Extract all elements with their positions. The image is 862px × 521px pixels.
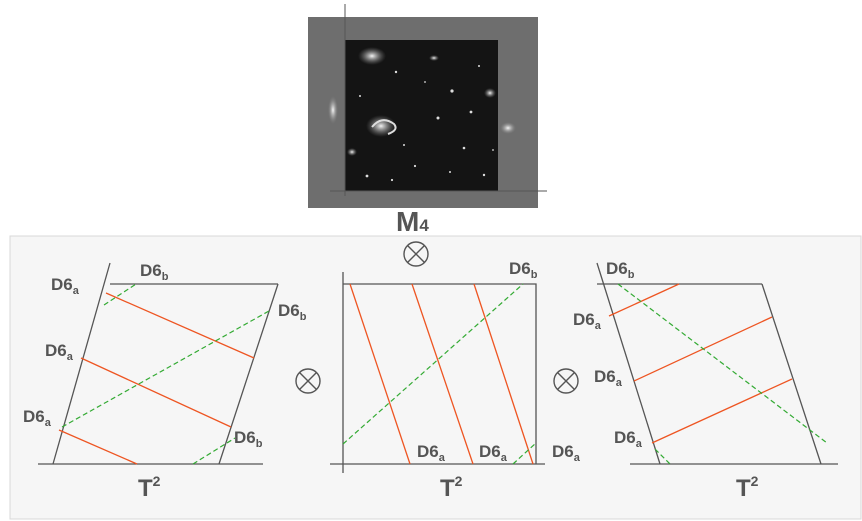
d6b-label: D6b [606, 259, 635, 281]
torus-1: D6a D6a D6a D6b D6b D6b T2 [23, 261, 307, 502]
d6b-label: D6b [234, 428, 263, 450]
d6a-label: D6a [479, 442, 508, 464]
d6a-label: D6a [417, 442, 446, 464]
galaxy [429, 55, 439, 61]
d6b-brane [103, 283, 137, 306]
d6b-brane [342, 283, 524, 445]
torus-3: D6b D6a D6a D6a T2 [573, 259, 838, 502]
d6a-label: D6a [573, 310, 602, 332]
d6a-brane [651, 378, 793, 444]
d6b-brane [654, 448, 671, 465]
spacetime-label: M4 [396, 206, 429, 237]
d6b-brane [617, 283, 828, 444]
d6a-label: D6a [51, 275, 80, 297]
d6a-brane [411, 283, 474, 465]
torus-label: T2 [736, 473, 759, 502]
d6a-brane [80, 357, 232, 428]
deep-sky-field [345, 40, 498, 191]
d6b-label: D6b [140, 261, 169, 283]
torus-left-edge [596, 262, 661, 465]
d6a-brane [608, 283, 680, 317]
d6a-label: D6a [614, 428, 643, 450]
torus-right-edge [218, 283, 279, 465]
galaxy [500, 122, 516, 134]
torus-left-edge [52, 262, 111, 465]
d6a-label: D6a [23, 407, 52, 429]
tensor-product-symbol [403, 241, 429, 267]
torus-2: D6b D6a D6a D6a T2 [330, 259, 581, 502]
d6b-brane [512, 442, 537, 465]
star-field [359, 65, 494, 182]
torus-panel [9, 235, 862, 520]
d6b-label: D6b [509, 259, 538, 281]
d6a-brane [58, 429, 138, 465]
galaxy [328, 96, 338, 124]
d6b-brane [192, 437, 236, 465]
torus-label: T2 [138, 473, 161, 502]
d6a-label: D6a [552, 442, 581, 464]
spiral-arm [371, 119, 397, 135]
galaxy [484, 88, 496, 98]
galaxy [347, 148, 357, 156]
torus-top-right-edge [343, 283, 537, 464]
galaxy [358, 47, 386, 65]
d6a-label: D6a [594, 367, 623, 389]
spacetime-image [308, 4, 547, 208]
torus-right-edge [761, 283, 822, 465]
d6a-brane [105, 292, 255, 359]
d6a-label: D6a [45, 341, 74, 363]
tensor-product-symbol [295, 368, 321, 394]
d6a-brane [349, 283, 411, 465]
tensor-product-symbol [553, 368, 579, 394]
d6b-label: D6b [278, 301, 307, 323]
d6a-brane [473, 283, 534, 465]
spiral-galaxy [366, 115, 396, 137]
torus-label: T2 [440, 473, 463, 502]
